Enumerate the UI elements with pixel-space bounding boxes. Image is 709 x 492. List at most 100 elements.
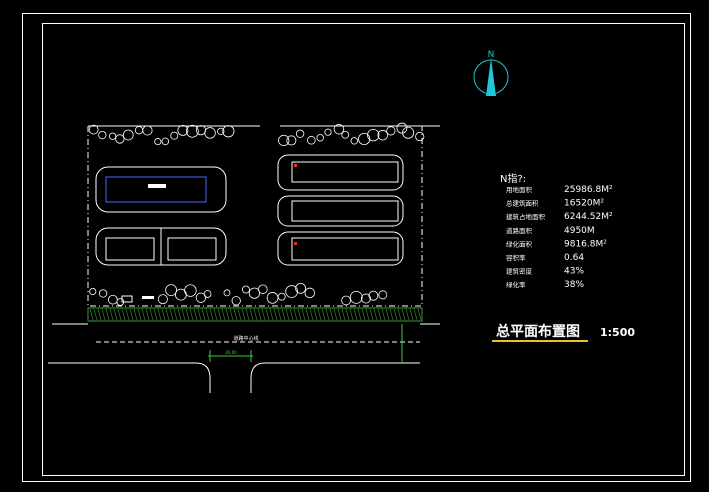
stats-row-label: 用地面积 [506,185,533,194]
hedge-hatch [209,308,214,321]
tree-icon [333,124,345,135]
stats-heading: N指?: [500,172,526,185]
hedge-hatch [313,308,318,321]
hedge-hatch [281,308,286,321]
tree-icon [258,284,268,295]
stats-row-label: 总建筑面积 [506,199,539,208]
building-block-4 [277,195,404,227]
hedge-hatch [269,308,274,321]
stats-row-value: 6244.52M² [564,212,613,222]
hedge-hatch [229,308,234,321]
accent-mark-1 [294,164,297,167]
hedge-hatch [369,308,374,321]
road-label: 道路中心线 [233,335,258,342]
tree-icon [285,285,299,298]
hedge-hatch [93,308,98,321]
road-edge-bottom-left [48,362,211,393]
hedge-hatch [157,308,162,321]
tree-icon [217,127,225,135]
tree-icon [204,127,216,139]
drawing-scale: 1:500 [600,326,635,339]
hedge-hatch [401,308,406,321]
building-block-5 [277,231,404,266]
hedge-hatch [337,308,342,321]
hedge-hatch [289,308,294,321]
hedge-hatch [393,308,398,321]
tree-icon [115,134,125,144]
building-block-5-inner [291,237,399,261]
tree-icon [109,132,117,140]
tree-icon [396,122,408,134]
hedge-hatch [193,308,198,321]
hedge-hatch [305,308,310,321]
hedge-hatch [225,308,230,321]
hedge-hatch [133,308,138,321]
tree-icon [360,293,371,304]
tree-icon [367,128,380,142]
tree-icon [98,130,107,140]
tree-icon [195,125,207,136]
hedge-hatch [357,308,362,321]
tree-icon [378,290,388,300]
hedge-hatch [237,308,242,321]
hedge-hatch [341,308,346,321]
hedge-hatch [149,308,154,321]
hedge-hatch [137,308,142,321]
stats-row-value: 25986.8M² [564,185,613,195]
tree-icon [165,284,178,297]
gate-house [121,295,133,303]
tree-icon [402,126,415,139]
tree-icon [368,290,379,301]
tree-icon [134,126,144,135]
site-plan [87,122,440,322]
hedge-hatch [97,308,102,321]
hedge-hatch [333,308,338,321]
tree-icon [154,138,162,146]
hedge-hatch [197,308,202,321]
stats-row-label: 绿化面积 [506,239,533,248]
hedge-hatch [373,308,378,321]
tree-icon [341,295,351,306]
hedge-hatch [173,308,178,321]
hedge-hatch [177,308,182,321]
stats-row-value: 9816.8M² [564,239,607,249]
tree-icon [231,296,241,306]
hedge-hatch [201,308,206,321]
hedge-hatch [161,308,166,321]
hedge-hatch [353,308,358,321]
tree-icon [295,282,306,294]
tree-icon [286,135,297,146]
hedge-hatch [365,308,370,321]
accent-mark-2 [294,242,297,245]
hedge-hatch [273,308,278,321]
tree-icon [415,131,425,142]
tree-icon [241,285,250,294]
hedge-hatch [121,308,126,321]
hedge-hatch [153,308,158,321]
site-boundary [87,126,423,307]
tree-icon [341,131,350,139]
stats-row-value: 16520M² [564,199,604,209]
tree-icon [157,294,168,305]
hedge-hatch [381,308,386,321]
tree-icon [98,289,108,298]
tree-icon [222,125,235,138]
hedge-hatch [129,308,134,321]
tree-icon [107,294,118,305]
hedge-hatch [169,308,174,321]
hedge-hatch [245,308,250,321]
road-system: 道路中心线 20.00 [48,323,440,393]
hedge-hatch [89,308,94,321]
tree-icon [295,129,305,138]
building-block-4-inner [291,200,399,222]
hedge-hatch [309,308,314,321]
tree-icon [358,132,371,146]
tree-icon [185,124,199,138]
hedge-hatch [301,308,306,321]
hedge-pattern [89,308,422,321]
hedge-hatch [165,308,170,321]
hedge-hatch [361,308,366,321]
drawing-title: 总平面布置图 [496,323,580,340]
